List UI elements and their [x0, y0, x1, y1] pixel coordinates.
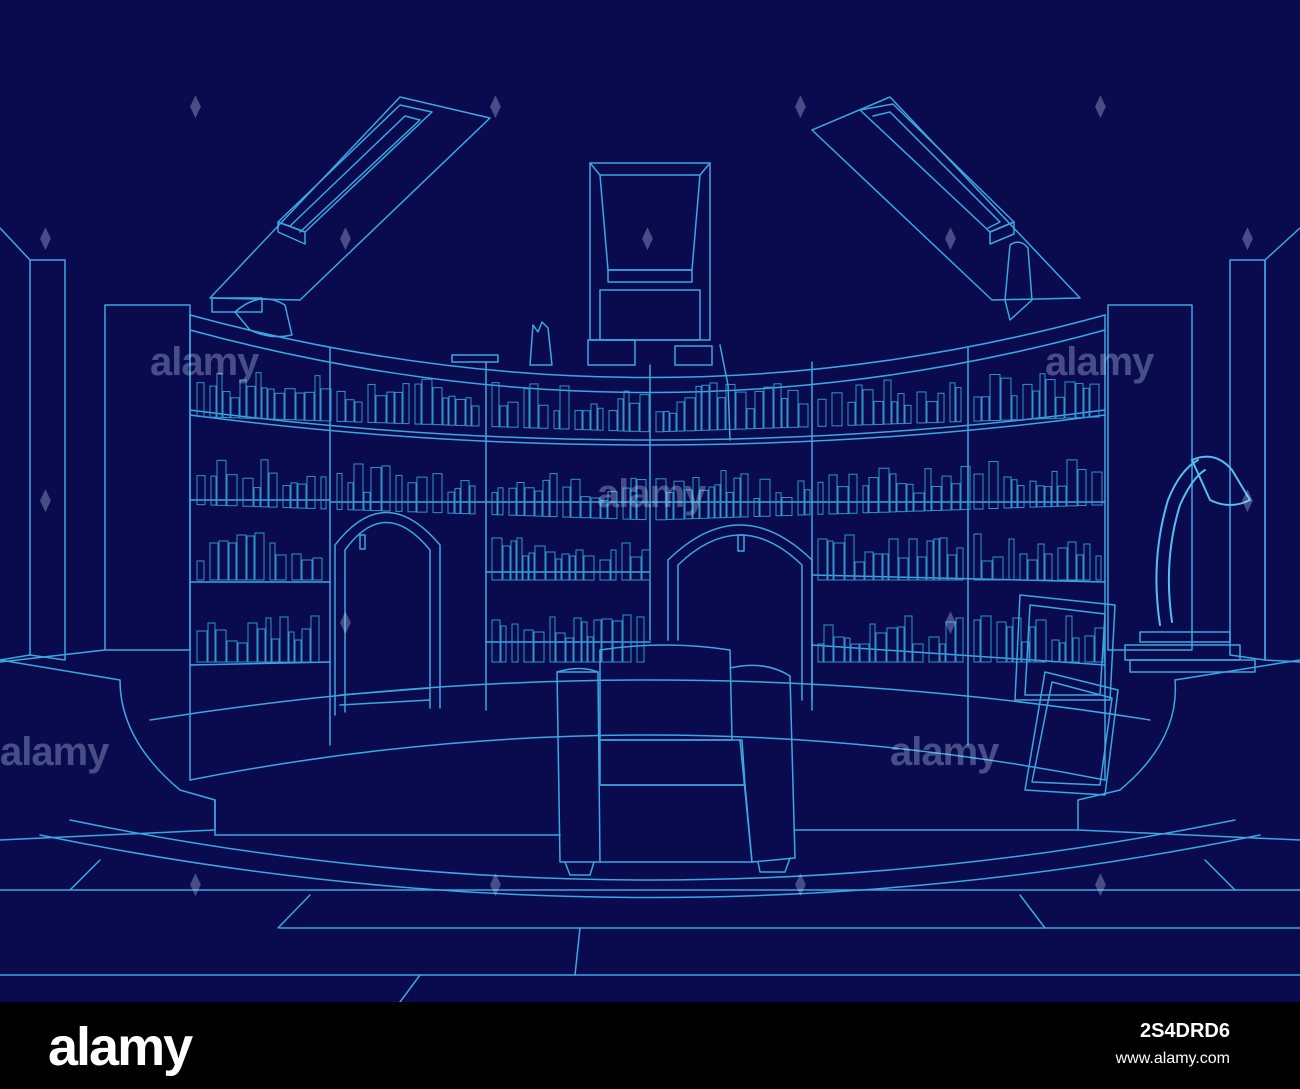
footer-bar: alamy 2S4DRD6 www.alamy.com [0, 1002, 1300, 1089]
books [196, 372, 1105, 663]
library-wireframe-scene [0, 0, 1300, 1002]
watermark-text: alamy [150, 340, 259, 384]
right-wall [1107, 227, 1300, 663]
watermark-icon: ⧫ [795, 94, 806, 119]
watermark-icon: ⧫ [795, 872, 806, 897]
watermark-icon: ⧫ [1095, 872, 1106, 897]
watermark-icon: ⧫ [1095, 94, 1106, 119]
watermark-icon: ⧫ [945, 610, 956, 635]
watermark-icon: ⧫ [190, 872, 201, 897]
watermark-icon: ⧫ [190, 94, 201, 119]
desk-lamp [1124, 455, 1256, 673]
watermark-text: alamy [597, 472, 706, 516]
watermark-icon: ⧫ [642, 226, 653, 251]
watermark-text: alamy [0, 730, 109, 774]
watermark-icon: ⧫ [490, 94, 501, 119]
floor-platform [0, 659, 1300, 1002]
footer-logo: alamy [48, 1017, 193, 1077]
watermark-icon: ⧫ [1242, 488, 1253, 513]
leaning-frames [1014, 594, 1119, 796]
shelf-props [211, 241, 1033, 441]
armchair [556, 644, 796, 876]
watermark-icon: ⧫ [40, 488, 51, 513]
right-skylight [811, 96, 1081, 301]
watermark-icon: ⧫ [340, 226, 351, 251]
center-skylight [589, 162, 711, 341]
watermark-icon: ⧫ [340, 610, 351, 635]
watermark-icon: ⧫ [945, 226, 956, 251]
watermark-icon: ⧫ [40, 226, 51, 251]
watermark-icon: ⧫ [490, 872, 501, 897]
footer-url[interactable]: www.alamy.com [1115, 1050, 1230, 1067]
left-archway [334, 511, 441, 716]
footer-image-id: 2S4DRD6 [1139, 1020, 1230, 1042]
watermark-text: alamy [1045, 340, 1154, 384]
right-archway [667, 524, 813, 701]
watermark-text: alamy [890, 730, 999, 774]
watermark-icon: ⧫ [1242, 226, 1253, 251]
